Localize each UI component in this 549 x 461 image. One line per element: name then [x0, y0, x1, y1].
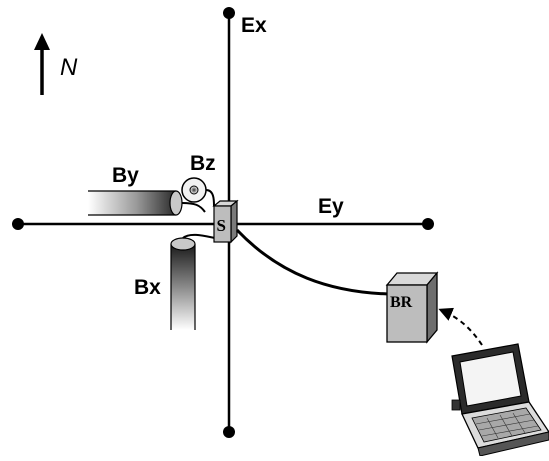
- ex-electrode-north: [223, 7, 235, 19]
- ex-electrode-south: [223, 426, 235, 438]
- bz-magnetometer: [181, 177, 215, 207]
- north-label: N: [60, 54, 78, 81]
- recorder-cable: [235, 228, 389, 296]
- ey-electrode-east: [422, 218, 434, 230]
- bx-label: Bx: [134, 276, 161, 299]
- ey-label: Ey: [318, 195, 344, 218]
- recorder-label: BR: [390, 294, 413, 311]
- data-link-arrow: [438, 307, 483, 346]
- recorder-box: [385, 271, 439, 344]
- north-arrow-icon: [34, 33, 50, 95]
- ey-electrode-west: [12, 218, 24, 230]
- ex-label: Ex: [241, 14, 267, 37]
- bx-magnetometer: [170, 233, 216, 330]
- by-magnetometer: [88, 190, 206, 216]
- by-label: By: [112, 164, 139, 187]
- sensor-box: [212, 199, 239, 244]
- laptop-icon: [451, 343, 549, 457]
- bz-label: Bz: [190, 152, 216, 175]
- sensor-box-label: S: [217, 216, 226, 235]
